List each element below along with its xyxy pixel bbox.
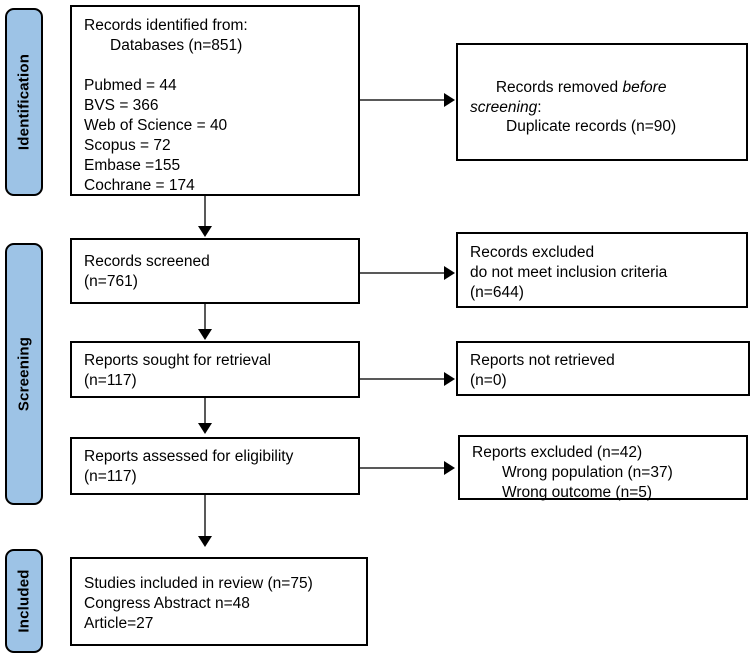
reports-excluded-line2: Wrong population (n=37) [502,464,673,481]
stage-pill-screening: Screening [5,243,43,505]
stage-label-identification: Identification [15,53,33,151]
reports-excluded-line3: Wrong outcome (n=5) [502,484,653,501]
connector-identified-to-removed [360,99,446,101]
studies-included-line1: Studies included in review (n=75) [84,575,313,592]
arrowhead-screened-to-sought [198,329,212,340]
records-excluded-line3: (n=644) [470,284,524,301]
studies-included-line3: Article=27 [84,615,154,632]
records-screened-line2: (n=761) [84,273,138,290]
box-reports-excluded: Reports excluded (n=42) Wrong population… [458,435,748,501]
connector-assessed-to-reports-excluded [360,467,446,469]
records-identified-source-bvs: BVS = 366 [84,97,159,114]
connector-identified-to-screened [204,196,206,228]
connector-sought-to-assessed [204,397,206,425]
stage-pill-included: Included [5,549,43,653]
reports-excluded-line1: Reports excluded (n=42) [472,444,643,461]
records-excluded-line1: Records excluded [470,244,595,261]
arrowhead-identified-to-removed [444,93,455,107]
records-identified-source-embase: Embase =155 [84,157,181,174]
box-records-excluded: Records excluded do not meet inclusion c… [456,232,748,308]
records-identified-source-pubmed: Pubmed = 44 [84,77,177,94]
stage-label-included: Included [15,569,33,633]
records-removed-heading: Records removed before screening: [470,57,738,139]
connector-screened-to-excluded [360,272,446,274]
arrowhead-assessed-to-reports-excluded [444,461,455,475]
stage-pill-identification: Identification [5,8,43,196]
records-identified-source-cochrane: Cochrane = 174 [84,177,195,194]
arrowhead-assessed-to-included [198,536,212,547]
arrowhead-sought-to-assessed [198,423,212,434]
records-identified-title: Records identified from: [84,17,248,34]
records-removed-detail: Duplicate records (n=90) [506,118,677,135]
arrowhead-identified-to-screened [198,226,212,237]
records-identified-source-wos: Web of Science = 40 [84,117,228,134]
box-reports-assessed: Reports assessed for eligibility (n=117) [70,437,360,495]
reports-assessed-line1: Reports assessed for eligibility [84,448,294,465]
arrowhead-screened-to-excluded [444,266,455,280]
box-records-identified: Records identified from: Databases (n=85… [70,5,360,196]
stage-label-screening: Screening [15,336,33,412]
records-removed-lead: Records removed [495,78,623,96]
reports-not-retrieved-line1: Reports not retrieved [470,352,615,369]
box-records-removed: Records removed before screening: Duplic… [456,43,748,161]
arrowhead-sought-to-not-retrieved [444,372,455,386]
box-records-screened: Records screened (n=761) [70,238,360,304]
records-screened-line1: Records screened [84,253,210,270]
connector-sought-to-not-retrieved [360,378,446,380]
box-reports-not-retrieved: Reports not retrieved (n=0) [456,341,750,396]
studies-included-line2: Congress Abstract n=48 [84,595,250,612]
connector-assessed-to-included [204,494,206,538]
records-identified-source-scopus: Scopus = 72 [84,137,171,154]
connector-screened-to-sought [204,303,206,331]
box-studies-included: Studies included in review (n=75) Congre… [70,557,368,646]
reports-sought-line1: Reports sought for retrieval [84,352,271,369]
reports-not-retrieved-line2: (n=0) [470,372,507,389]
reports-sought-line2: (n=117) [84,372,137,389]
records-removed-lead-tail: : [537,99,542,116]
records-excluded-line2: do not meet inclusion criteria [470,264,668,281]
box-reports-sought: Reports sought for retrieval (n=117) [70,341,360,398]
records-identified-subtitle: Databases (n=851) [110,37,243,54]
records-removed-emphasis: before screening [470,78,671,117]
reports-assessed-line2: (n=117) [84,468,137,485]
